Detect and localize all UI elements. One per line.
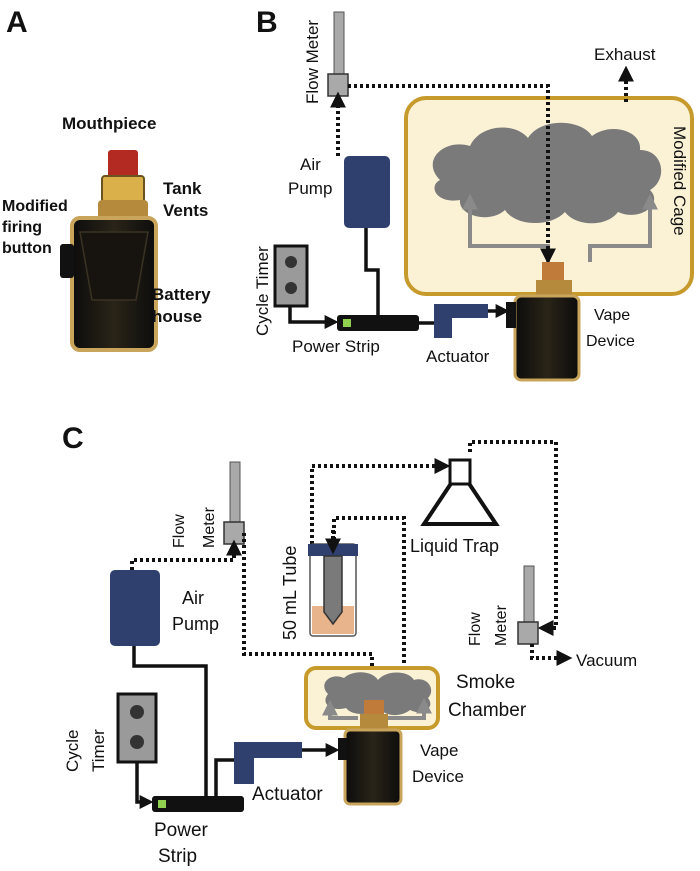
device-base-c xyxy=(360,714,388,730)
wire-pump-to-strip-c xyxy=(132,646,208,796)
device-button-b xyxy=(506,302,516,328)
timer-knob-bottom-b xyxy=(285,282,297,294)
label-button: button xyxy=(2,240,52,257)
label-cycle-c: Cycle xyxy=(63,729,82,772)
actuator-b xyxy=(434,304,488,338)
wire-pump-to-strip-b xyxy=(364,228,380,316)
label-tube: 50 mL Tube xyxy=(280,546,300,640)
airflow-to-vacuum xyxy=(530,644,573,666)
timer-knob-top-b xyxy=(285,256,297,268)
label-modified-cage: Modified Cage xyxy=(670,126,689,236)
device-button-c xyxy=(338,738,347,760)
flow-meter-tube-c1 xyxy=(229,461,241,523)
smoke-flow-left-c xyxy=(322,699,358,720)
flow-meter-body-c2 xyxy=(517,621,539,645)
label-device-b: Device xyxy=(586,333,635,350)
panel-c: C Flow Meter Air Pump Liquid Trap 50 mL … xyxy=(62,422,637,867)
smoke-cloud-c xyxy=(324,672,432,716)
tube-inner-pipette xyxy=(323,555,343,626)
label-flow-meter-b: Flow Meter xyxy=(303,20,322,104)
label-vape-b: Vape xyxy=(594,307,630,324)
air-pump-c xyxy=(110,570,160,646)
label-actuator-b: Actuator xyxy=(426,347,490,366)
actuator-c xyxy=(234,742,302,784)
vapor-flow-right-arrow xyxy=(588,193,658,262)
label-flow-c2: Flow xyxy=(467,612,484,646)
power-indicator-c xyxy=(158,800,166,808)
wire-timer-to-strip-b xyxy=(288,306,339,329)
wire-strip-to-actuator-c xyxy=(214,758,236,796)
tube-cap xyxy=(308,544,358,556)
label-meter-c1: Meter xyxy=(201,506,218,548)
cycle-timer-b xyxy=(273,244,309,308)
label-smoke-c: Smoke xyxy=(456,672,515,693)
label-modified: Modified xyxy=(2,198,68,215)
label-tank: Tank xyxy=(163,179,202,198)
label-power-strip-b: Power Strip xyxy=(292,337,380,356)
liquid-trap-flask xyxy=(420,480,500,526)
flow-meter-body-b xyxy=(327,73,349,97)
timer-knob-top-c xyxy=(130,705,144,719)
panel-a: A Mouthpiece Tank Vents Modified firing … xyxy=(2,6,211,352)
label-air-b: Air xyxy=(300,155,321,174)
panel-a-letter: A xyxy=(6,6,28,39)
flow-meter-tube-b xyxy=(333,11,345,75)
power-strip-b xyxy=(337,315,419,331)
device-tank-top xyxy=(108,150,138,178)
label-device-c: Device xyxy=(412,767,464,786)
power-indicator-b xyxy=(343,319,351,327)
device-tank-b xyxy=(542,262,564,282)
flow-meter-tube-c2 xyxy=(523,565,535,623)
label-meter-c2: Meter xyxy=(493,604,510,646)
label-chamber-c: Chamber xyxy=(448,700,527,721)
vape-device-c xyxy=(338,700,403,806)
label-battery: Battery xyxy=(152,285,211,304)
label-power-c: Power xyxy=(154,820,209,841)
device-body-b xyxy=(513,294,581,382)
label-pump-b: Pump xyxy=(288,179,332,198)
label-flow-c1: Flow xyxy=(171,514,188,548)
vape-device-b xyxy=(506,262,581,382)
label-air-c: Air xyxy=(182,588,204,608)
airflow-pump-to-meter-c xyxy=(130,539,242,570)
airflow-tube-to-trap-c xyxy=(310,458,451,544)
timer-knob-bottom-c xyxy=(130,735,144,749)
vape-device-photo-a xyxy=(60,150,158,352)
label-vacuum: Vacuum xyxy=(576,651,637,670)
airflow-trap-to-meter-c xyxy=(468,440,558,636)
smoke-flow-right-c xyxy=(388,697,432,720)
label-strip-c: Strip xyxy=(158,846,197,867)
device-panel xyxy=(79,231,149,301)
label-pump-c: Pump xyxy=(172,614,219,634)
label-exhaust: Exhaust xyxy=(594,45,656,64)
power-strip-c xyxy=(152,796,244,812)
label-cycle-timer-b: Cycle Timer xyxy=(253,246,272,336)
label-mouthpiece: Mouthpiece xyxy=(62,114,156,133)
device-body-c xyxy=(343,728,403,806)
device-tank-glass xyxy=(101,175,145,203)
airflow-chamber-to-tube-c xyxy=(332,516,406,668)
label-vape-c: Vape xyxy=(420,741,458,760)
label-liquid-trap: Liquid Trap xyxy=(410,536,499,556)
label-firing: firing xyxy=(2,219,42,236)
cycle-timer-c xyxy=(116,692,158,764)
wire-timer-to-strip-c xyxy=(135,762,154,809)
airflow-meter-to-device-b xyxy=(348,84,556,265)
panel-b: B Flow Meter Exhaust Modified Cage Air P… xyxy=(253,6,694,382)
label-house: house xyxy=(152,307,202,326)
label-vents: Vents xyxy=(163,201,208,220)
air-pump-b xyxy=(344,156,390,228)
flow-meter-body-c1 xyxy=(223,521,245,545)
modified-firing-button xyxy=(60,244,74,278)
panel-c-letter: C xyxy=(62,422,84,455)
panel-b-letter: B xyxy=(256,6,278,39)
liquid-trap-neck xyxy=(448,458,472,486)
label-timer-c: Timer xyxy=(89,729,108,772)
label-actuator-c: Actuator xyxy=(252,784,323,805)
device-base-b xyxy=(536,280,572,298)
device-tank-c xyxy=(364,700,384,716)
vapor-cloud xyxy=(432,122,662,224)
